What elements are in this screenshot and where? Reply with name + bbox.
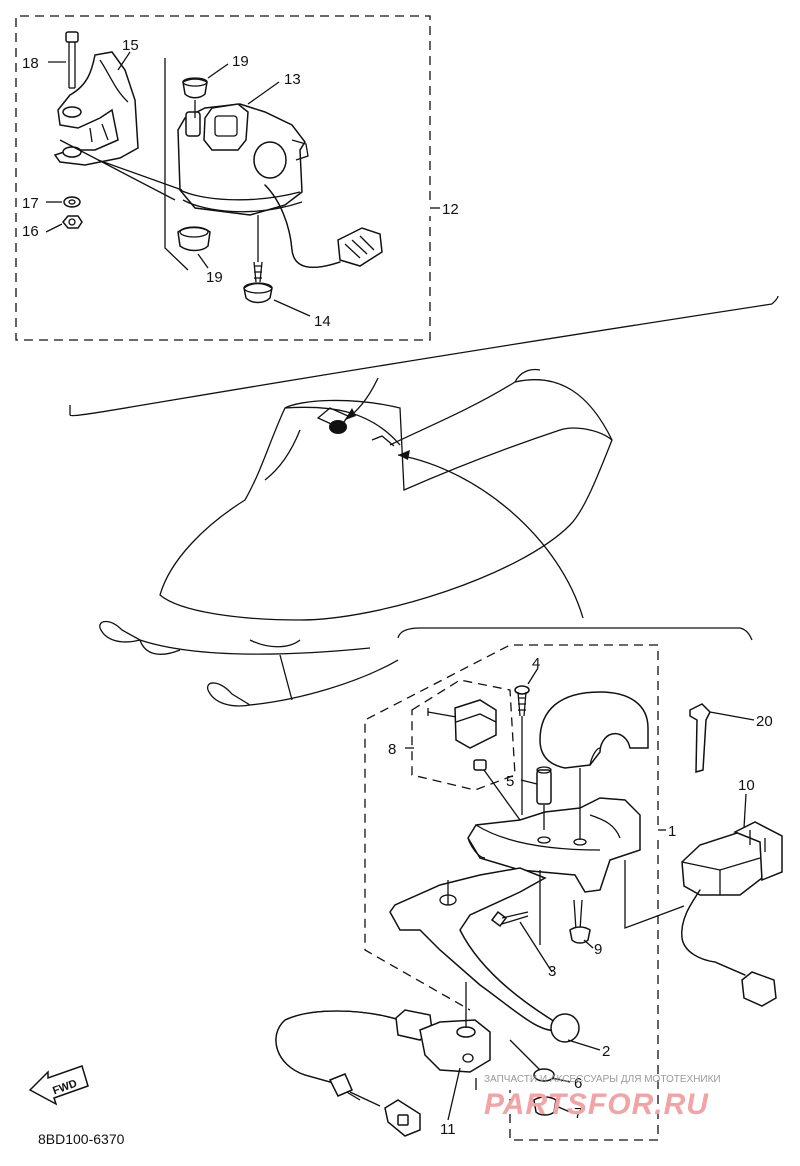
callout-labels: 18 15 19 13 17 16 12 19 14 4 20 8 5 10 1… xyxy=(22,37,773,1138)
washer-part xyxy=(533,1068,555,1082)
throttle-case-part xyxy=(177,103,309,216)
callout-label: 18 xyxy=(22,55,39,72)
throttle-housing-part xyxy=(467,797,641,893)
callout-label: 8 xyxy=(388,741,396,758)
callout-label: 4 xyxy=(532,655,540,672)
mount-point-marker xyxy=(329,420,347,434)
callout-label: 14 xyxy=(314,313,331,330)
nut-part xyxy=(62,215,83,229)
watermark: PARTSFOR.RU ЗАПЧАСТИ И АКСЕССУАРЫ ДЛЯ МО… xyxy=(484,1074,721,1121)
callout-label: 10 xyxy=(738,777,755,794)
callout-label: 19 xyxy=(232,53,249,70)
washer-part xyxy=(63,196,81,208)
drawing-code: 8BD100-6370 xyxy=(38,1131,125,1147)
callout-label: 13 xyxy=(284,71,301,88)
callout-label: 6 xyxy=(574,1075,582,1092)
watermark-tagline: ЗАПЧАСТИ И АКСЕССУАРЫ ДЛЯ МОТОТЕХНИКИ xyxy=(484,1074,721,1085)
callout-label: 12 xyxy=(442,201,459,218)
callout-label: 9 xyxy=(594,941,602,958)
forward-direction-arrow: FWD xyxy=(28,1065,89,1106)
bolt-part xyxy=(65,31,79,89)
grommet-part xyxy=(182,78,208,99)
cable-tie-part xyxy=(689,703,711,773)
callout-label: 16 xyxy=(22,223,39,240)
callout-label: 20 xyxy=(756,713,773,730)
screw-part xyxy=(514,685,530,717)
connector-part xyxy=(337,227,383,267)
callout-label: 7 xyxy=(574,1105,582,1122)
watermark-logo-text: PARTSFOR.RU xyxy=(484,1088,709,1121)
bolt-part xyxy=(569,899,591,944)
grommet-part xyxy=(177,226,211,252)
inset-throttle-case-assembly xyxy=(15,15,440,341)
throttle-lever-part xyxy=(389,867,580,1043)
callout-label: 3 xyxy=(548,963,556,980)
callout-label: 19 xyxy=(206,269,223,286)
screw-part xyxy=(490,910,529,928)
callout-label: 17 xyxy=(22,195,39,212)
callout-label: 5 xyxy=(506,773,514,790)
callout-label: 1 xyxy=(668,823,676,840)
lower-throttle-lever-assembly xyxy=(275,644,783,1141)
relay-unit-part xyxy=(681,821,783,1007)
bracket-part xyxy=(53,51,139,166)
kill-switch-part xyxy=(427,699,497,771)
cover-part xyxy=(539,691,649,769)
callout-label: 2 xyxy=(602,1043,610,1060)
throttle-switch-part xyxy=(275,1009,491,1137)
collar-part xyxy=(536,769,552,805)
callout-label: 11 xyxy=(440,1121,456,1138)
snowmobile-overview xyxy=(69,295,779,707)
screw-part xyxy=(243,261,273,304)
callout-label: 15 xyxy=(122,37,139,54)
nut-part xyxy=(533,1096,557,1116)
